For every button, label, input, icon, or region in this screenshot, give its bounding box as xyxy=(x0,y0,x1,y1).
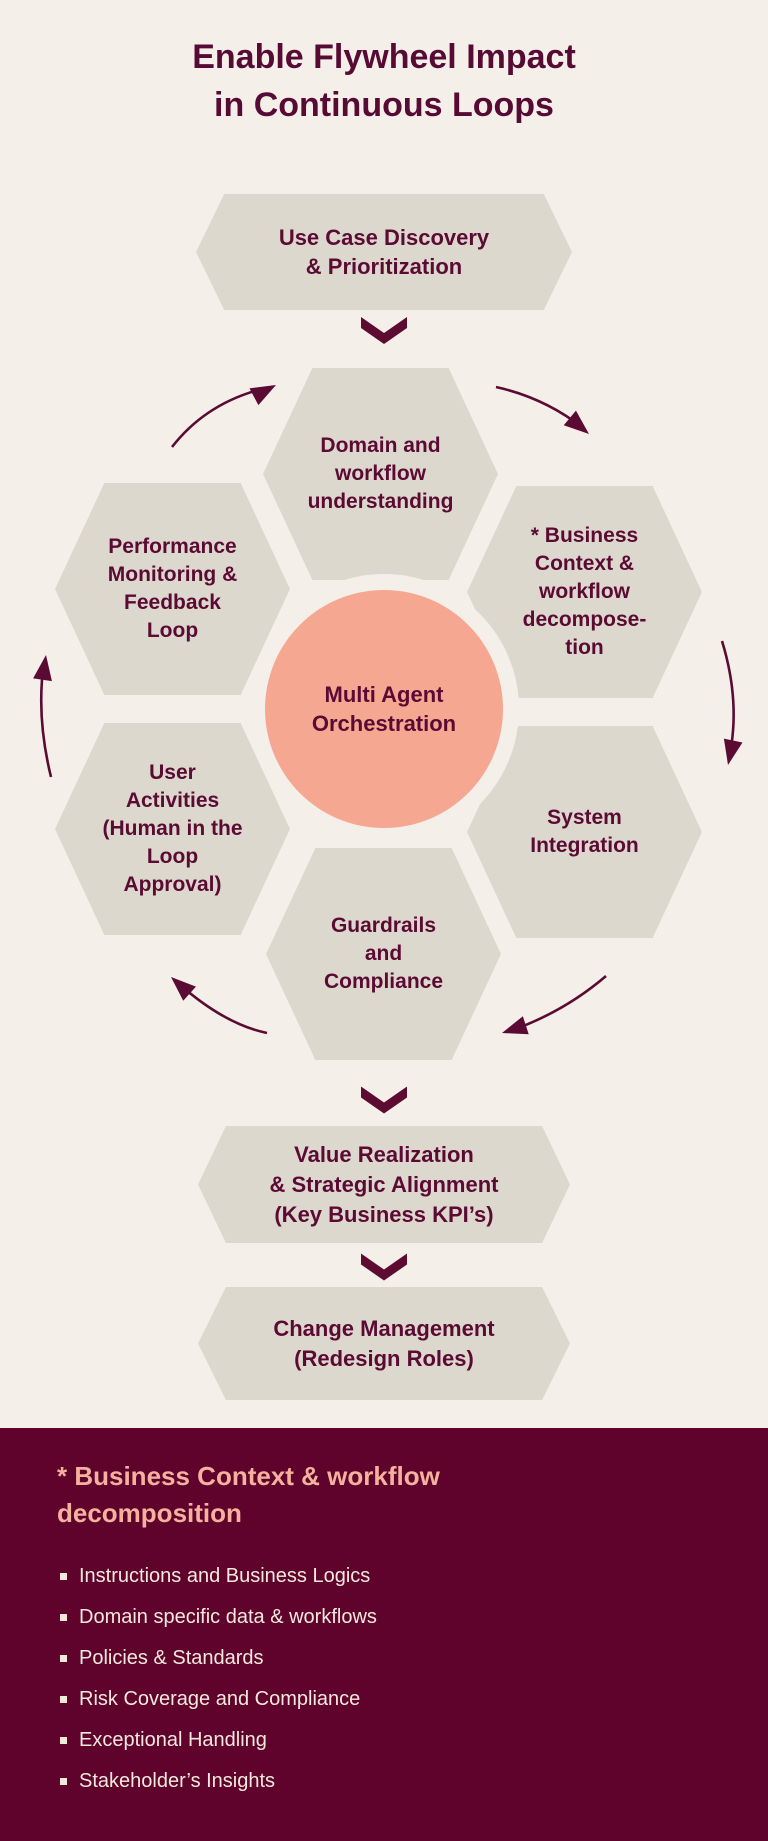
hex-performance-monitoring: Performance Monitoring & Feedback Loop xyxy=(55,483,290,695)
chevron-down-icon xyxy=(361,317,407,344)
chevron-down-icon xyxy=(361,1253,407,1281)
list-item-text: Instructions and Business Logics xyxy=(79,1565,371,1587)
list-item-text: Exceptional Handling xyxy=(79,1729,267,1751)
list-item: Policies & Standards xyxy=(60,1638,738,1679)
arrow-top-right-icon xyxy=(495,385,589,434)
arrow-left-icon xyxy=(33,655,53,778)
arrow-bottom-right-icon xyxy=(502,975,607,1035)
square-bullet-icon xyxy=(60,1573,67,1580)
hex-system-integration-label: System Integration xyxy=(530,806,639,857)
hex-guardrails-compliance: Guardrails and Compliance xyxy=(266,848,501,1060)
hex-performance-label: Performance Monitoring & Feedback Loop xyxy=(107,535,238,642)
multi-agent-orchestration-circle: Multi Agent Orchestration xyxy=(265,590,503,828)
list-item-text: Stakeholder’s Insights xyxy=(79,1770,276,1792)
hex-use-case-discovery-label: Use Case Discovery & Prioritization xyxy=(278,225,490,279)
hex-user-activities: User Activities (Human in the Loop Appro… xyxy=(55,723,290,935)
page-title: Enable Flywheel Impact in Continuous Loo… xyxy=(192,38,576,124)
chevron-down-icon xyxy=(361,1086,407,1114)
list-item: Domain specific data & workflows xyxy=(60,1597,738,1638)
hex-value-realization-label: Value Realization & Strategic Alignment … xyxy=(269,1141,499,1227)
hex-domain-workflow-understanding: Domain and workflow understanding xyxy=(263,368,498,580)
square-bullet-icon xyxy=(60,1778,67,1785)
arrow-right-icon xyxy=(720,640,743,765)
square-bullet-icon xyxy=(60,1737,67,1744)
hex-user-activities-label: User Activities (Human in the Loop Appro… xyxy=(102,761,243,896)
hex-change-management-label: Change Management (Redesign Roles) xyxy=(273,1315,495,1371)
square-bullet-icon xyxy=(60,1696,67,1703)
list-item-text: Policies & Standards xyxy=(79,1647,264,1669)
square-bullet-icon xyxy=(60,1614,67,1621)
list-item: Stakeholder’s Insights xyxy=(60,1761,738,1802)
hex-change-management: Change Management (Redesign Roles) xyxy=(198,1287,570,1400)
hex-guardrails-label: Guardrails and Compliance xyxy=(323,914,444,993)
footnote-list: Instructions and Business Logics Domain … xyxy=(60,1556,738,1802)
multi-agent-orchestration-label: Multi Agent Orchestration xyxy=(311,682,457,736)
square-bullet-icon xyxy=(60,1655,67,1662)
list-item-text: Risk Coverage and Compliance xyxy=(79,1688,361,1710)
list-item: Instructions and Business Logics xyxy=(60,1556,738,1597)
hex-use-case-discovery: Use Case Discovery & Prioritization xyxy=(196,194,572,310)
arrow-bottom-left-icon xyxy=(171,977,268,1035)
list-item: Exceptional Handling xyxy=(60,1720,738,1761)
arrow-top-left-icon xyxy=(170,385,276,448)
list-item-text: Domain specific data & workflows xyxy=(79,1606,377,1628)
footnote-heading: * Business Context & workflow decomposit… xyxy=(57,1461,440,1528)
hex-business-context-label: * Business Context & workflow decompose-… xyxy=(522,524,647,659)
hex-domain-label: Domain and workflow understanding xyxy=(307,434,454,513)
list-item: Risk Coverage and Compliance xyxy=(60,1679,738,1720)
footnote-panel: * Business Context & workflow decomposit… xyxy=(0,1428,768,1841)
hex-value-realization: Value Realization & Strategic Alignment … xyxy=(198,1126,570,1243)
